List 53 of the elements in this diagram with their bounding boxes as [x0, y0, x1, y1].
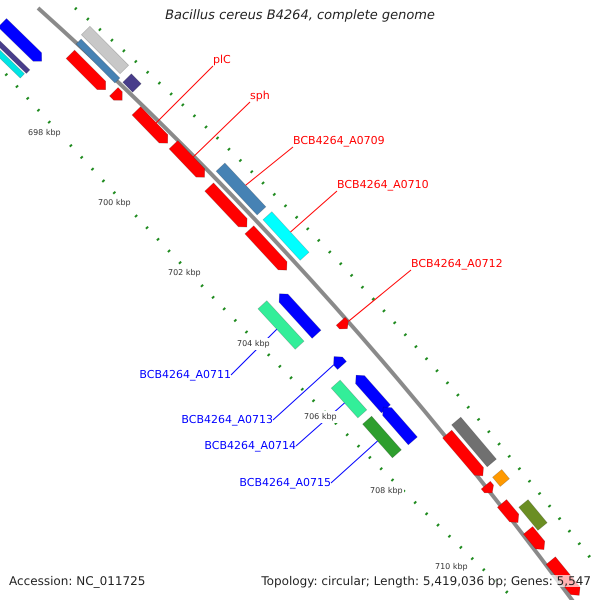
gene-block — [496, 499, 520, 523]
gene-block — [0, 18, 42, 62]
leader-line — [348, 270, 412, 322]
gene-label: sph — [250, 90, 270, 102]
gene-label: BCB4264_A0711 — [139, 369, 231, 381]
genome-info-label: Topology: circular; Length: 5,419,036 bp; Genes: 5,547 — [261, 575, 591, 587]
gene-label: BCB4264_A0715 — [239, 477, 331, 489]
leader-line — [192, 102, 250, 158]
gene-label: BCB4264_A0714 — [204, 440, 296, 452]
scale-label: 708 kbp — [369, 485, 404, 497]
scale-label: 702 kbp — [167, 267, 202, 279]
gene-block — [204, 182, 248, 228]
gene-label: plC — [213, 54, 231, 66]
accession-label: Accession: NC_011725 — [9, 575, 146, 587]
gene-block — [122, 73, 142, 93]
gene-block — [258, 300, 304, 350]
leader-line — [272, 364, 334, 420]
leader-line — [245, 146, 294, 186]
gene-block — [355, 374, 391, 414]
gene-label: BCB4264_A0710 — [337, 179, 429, 191]
scale-label: 710 kbp — [434, 561, 469, 573]
gene-label: BCB4264_A0709 — [293, 135, 385, 147]
gene-block — [492, 469, 510, 487]
gene-block — [244, 225, 288, 270]
gene-block — [262, 211, 310, 261]
gene-label: BCB4264_A0712 — [411, 258, 503, 270]
gene-block — [382, 406, 418, 446]
gene-block — [480, 480, 494, 494]
scale-label: 698 kbp — [27, 127, 62, 139]
gene-block — [132, 106, 168, 144]
gene-block — [336, 316, 349, 330]
gene-block — [216, 162, 266, 216]
gene-block — [333, 356, 347, 370]
leader-line — [156, 66, 214, 124]
gene-block — [362, 416, 402, 458]
gene-block — [80, 26, 130, 74]
scale-label: 706 kbp — [303, 411, 338, 423]
gene-block — [109, 87, 123, 101]
gene-block — [66, 50, 106, 90]
gene-block — [76, 38, 120, 84]
gene-block — [278, 293, 322, 339]
gene-block — [522, 526, 546, 550]
gene-block — [168, 140, 206, 178]
leader-line — [290, 190, 338, 233]
gene-block — [0, 38, 30, 74]
title: Bacillus cereus B4264, complete genome — [164, 10, 436, 22]
gene-block — [442, 430, 484, 476]
gene-label: BCB4264_A0713 — [181, 414, 273, 426]
gene-block — [518, 499, 548, 531]
leader-line — [330, 440, 378, 484]
scale-label: 700 kbp — [97, 197, 132, 209]
scale-label: 704 kbp — [236, 338, 271, 350]
gene-block — [451, 416, 497, 468]
